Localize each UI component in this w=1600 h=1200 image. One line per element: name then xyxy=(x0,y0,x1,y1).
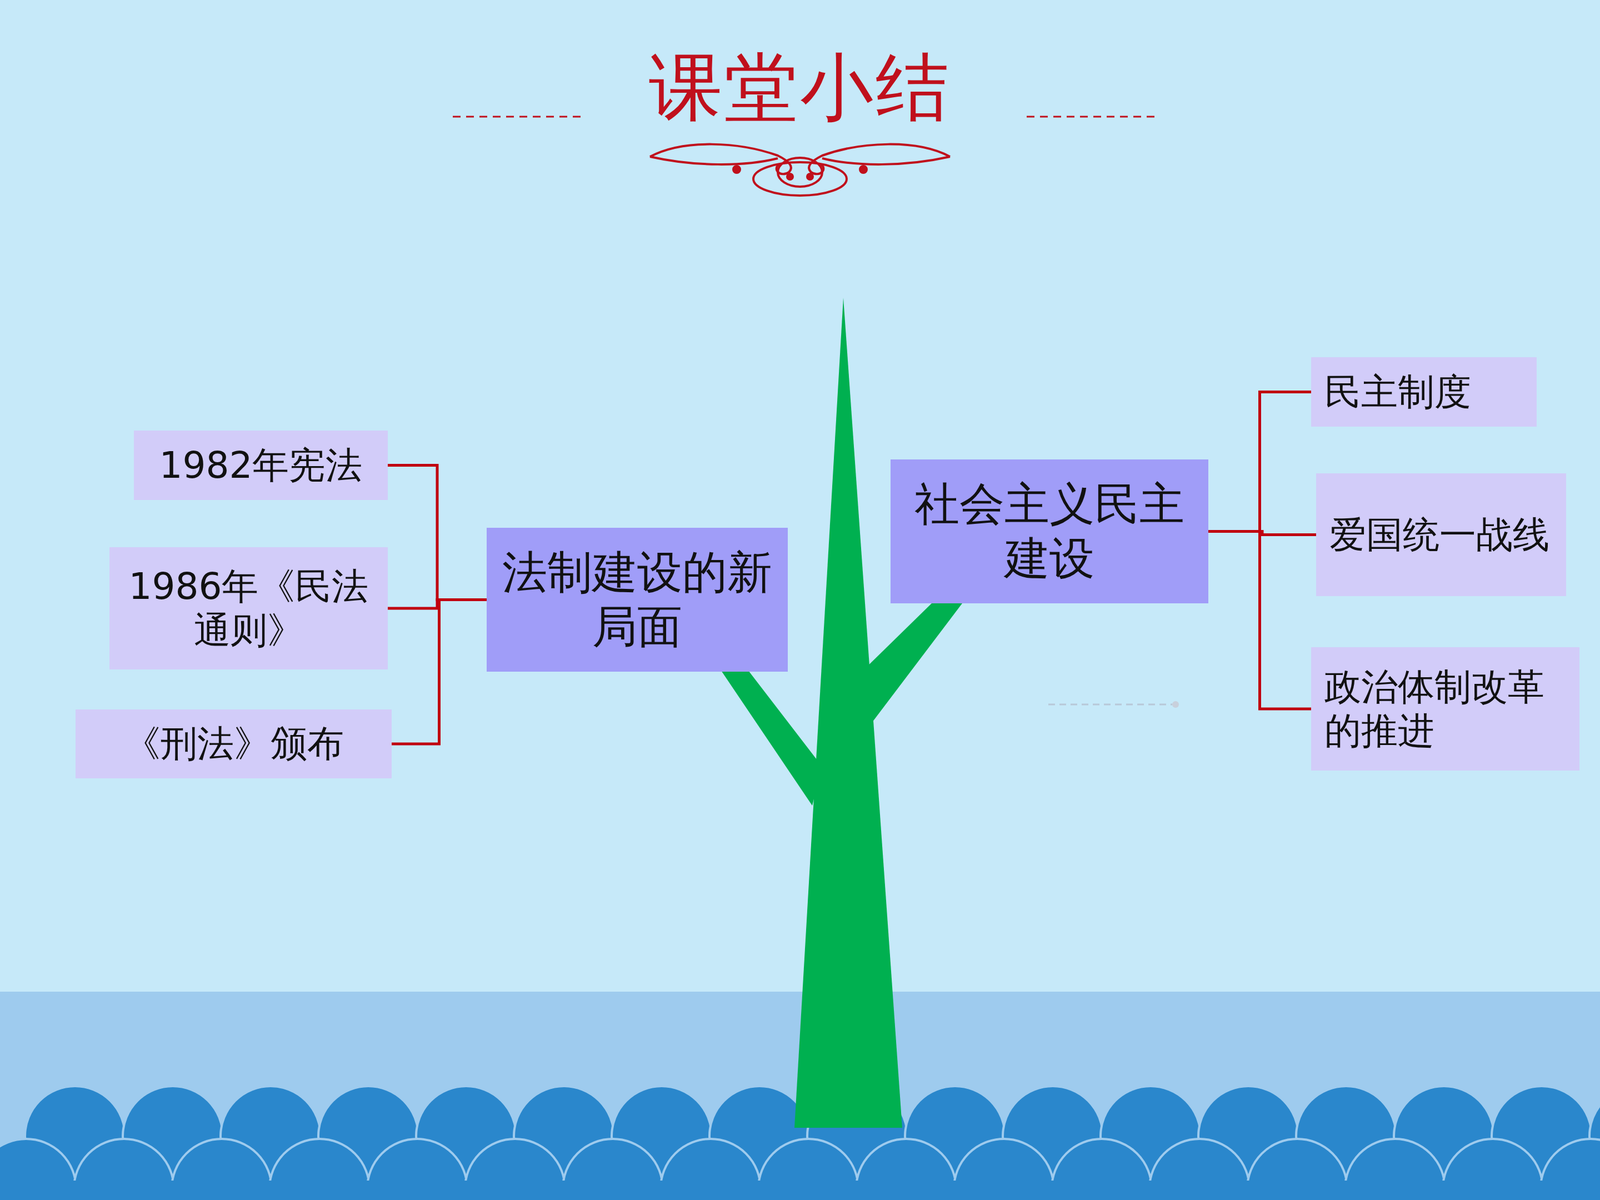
tree xyxy=(721,297,963,1128)
leaf-box: 爱国统一战线 xyxy=(1316,473,1567,597)
wave-row xyxy=(0,1138,1600,1200)
leaf-box: 1982年宪法 xyxy=(133,430,388,500)
topic-box: 社会主义民主建设 xyxy=(890,459,1209,604)
leaf-box: 政治体制改革的推进 xyxy=(1311,647,1580,771)
node-label: 社会主义民主建设 xyxy=(901,477,1198,585)
title-dash xyxy=(1026,116,1160,118)
bracket-connector xyxy=(1208,531,1312,710)
title-flourish xyxy=(650,144,950,196)
topic-box: 法制建设的新局面 xyxy=(486,527,788,672)
node-label: 政治体制改革的推进 xyxy=(1324,665,1567,753)
node-label: 1982年宪法 xyxy=(145,443,377,488)
bracket-connector xyxy=(1208,392,1312,532)
dashed-mark xyxy=(1048,703,1173,706)
node-label: 《刑法》颁布 xyxy=(86,721,381,766)
leaf-box: 1986年《民法通则》 xyxy=(109,547,388,670)
leaf-box: 《刑法》颁布 xyxy=(75,709,392,779)
bracket-connector xyxy=(387,465,487,600)
node-label: 爱国统一战线 xyxy=(1329,512,1553,557)
title-dash xyxy=(452,116,587,118)
wave-base xyxy=(0,1180,1600,1200)
node-label: 1986年《民法通则》 xyxy=(120,564,377,653)
node-label: 民主制度 xyxy=(1324,370,1524,414)
bracket-connector xyxy=(391,600,487,745)
dashed-mark-dot xyxy=(1172,701,1179,708)
slide-title: 课堂小结 xyxy=(0,38,1600,138)
leaf-box: 民主制度 xyxy=(1311,357,1537,427)
node-label: 法制建设的新局面 xyxy=(497,545,777,654)
